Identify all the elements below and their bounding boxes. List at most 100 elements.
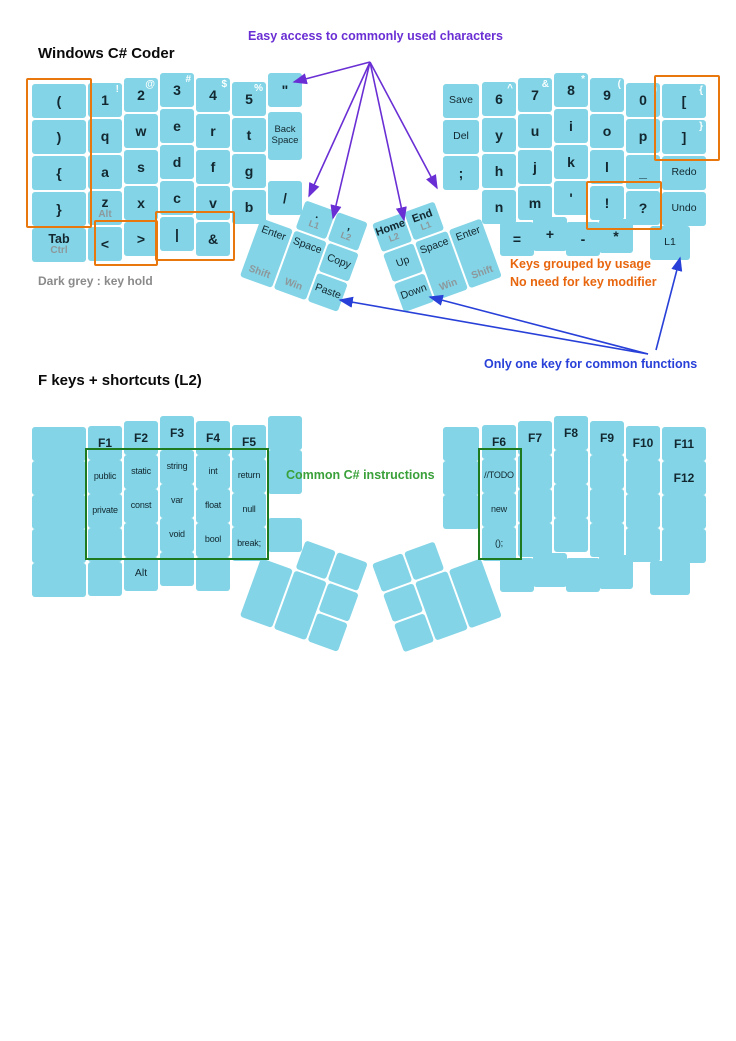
key-void: void (160, 518, 194, 552)
key-todo-comment: //TODO (482, 459, 516, 493)
key-blank (32, 427, 86, 461)
key-blank (599, 555, 633, 589)
key-shift-label: $ (221, 79, 227, 90)
key-q: q (88, 119, 122, 153)
key-shift-label: * (581, 74, 585, 85)
key-label: b (244, 198, 254, 215)
key-y: y (482, 118, 516, 152)
key-label: Redo (671, 166, 697, 179)
key-label: [ (681, 92, 687, 109)
key-apostrophe: ' (554, 181, 588, 215)
key-2: 2@ (124, 78, 158, 112)
key-blank (590, 489, 624, 523)
key-label: { (56, 164, 62, 181)
key-shift-label: { (699, 85, 703, 96)
key-label: Save (449, 94, 473, 107)
key-label: (); (495, 538, 503, 549)
key-label: Back Space (271, 124, 299, 146)
key-label: Enter (454, 223, 482, 244)
key-hold-label: Alt (98, 209, 112, 221)
key-hold-label: Win (282, 275, 304, 293)
key-s: s (124, 150, 158, 184)
key-label: d (172, 153, 182, 170)
key-label: z (101, 194, 109, 211)
key-u: u (518, 114, 552, 148)
key-label: void (169, 529, 185, 540)
key-label: var (171, 495, 183, 506)
layer2-title: F keys + shortcuts (L2) (38, 372, 202, 389)
key-e: e (160, 109, 194, 143)
key-minus: - (566, 222, 600, 256)
key-label: o (602, 122, 612, 139)
key-label: " (281, 81, 289, 98)
key-label: new (491, 504, 507, 515)
key-w: w (124, 114, 158, 148)
key-blank (662, 495, 706, 529)
key-label: > (136, 230, 146, 247)
key-label: u (530, 122, 540, 139)
key-blank (268, 416, 302, 450)
key-plus: + (533, 217, 567, 251)
key-label: 2 (137, 86, 145, 103)
key-f8: F8 (554, 416, 588, 450)
key-5: 5% (232, 82, 266, 116)
key-exclamation: ! (590, 186, 624, 220)
key-label: t (246, 126, 252, 143)
key-label: n (494, 198, 504, 215)
key-paren-open: ( (32, 84, 86, 118)
key-x: x (124, 186, 158, 220)
key-label: + (545, 225, 555, 242)
key-hold-label: Shift (469, 263, 495, 282)
key-label: / (283, 189, 287, 206)
legend-key-hold: Dark grey : key hold (38, 274, 153, 288)
key-blank (590, 455, 624, 489)
key-label: 5 (245, 90, 253, 107)
key-shift-label: ) (653, 84, 657, 95)
key-label: F1 (97, 435, 112, 450)
key-parens-semicolon: (); (482, 527, 516, 561)
key-label: break; (237, 538, 261, 549)
key-label: F10 (632, 435, 654, 450)
key-label: ; (458, 164, 464, 181)
key-hold-label: L1 (307, 218, 321, 232)
key-paren-close: ) (32, 120, 86, 154)
key-label: F7 (527, 430, 542, 445)
key-f12: F12 (662, 461, 706, 495)
key-c: c (160, 181, 194, 215)
key-hold-label: L2 (339, 229, 353, 243)
key-label: Copy (325, 251, 353, 272)
key-less-than: < (88, 227, 122, 261)
key-label: Paste (313, 281, 343, 303)
key-underscore: _ (626, 155, 660, 189)
key-shift-label: # (185, 74, 191, 85)
key-f10: F10 (626, 426, 660, 460)
key-a: a (88, 155, 122, 189)
key-blank (518, 523, 552, 557)
key-l1: L1 (650, 226, 690, 260)
key-blank (32, 529, 86, 563)
key-label: < (100, 235, 110, 252)
key-return: return (232, 459, 266, 493)
key-label: F9 (599, 430, 614, 445)
page-title: Windows C# Coder (38, 45, 175, 62)
key-7: 7& (518, 78, 552, 112)
key-label: * (613, 227, 619, 244)
key-label: 6 (495, 90, 503, 107)
key-f6: F6 (482, 425, 516, 459)
key-o: o (590, 114, 624, 148)
key-blank (533, 553, 567, 587)
key-v: v (196, 186, 230, 220)
key-label: q (100, 127, 110, 144)
key-semicolon: ; (443, 156, 479, 190)
key-hold-label: L1 (419, 219, 433, 233)
key-l: l (590, 150, 624, 184)
key-label: F6 (491, 434, 506, 449)
key-f7: F7 (518, 421, 552, 455)
key-shift-label: % (254, 83, 263, 94)
key-bool: bool (196, 523, 230, 557)
key-label: Up (394, 254, 412, 271)
key-label: public (93, 471, 117, 482)
key-blank (662, 529, 706, 563)
key-label: Space (291, 234, 324, 257)
